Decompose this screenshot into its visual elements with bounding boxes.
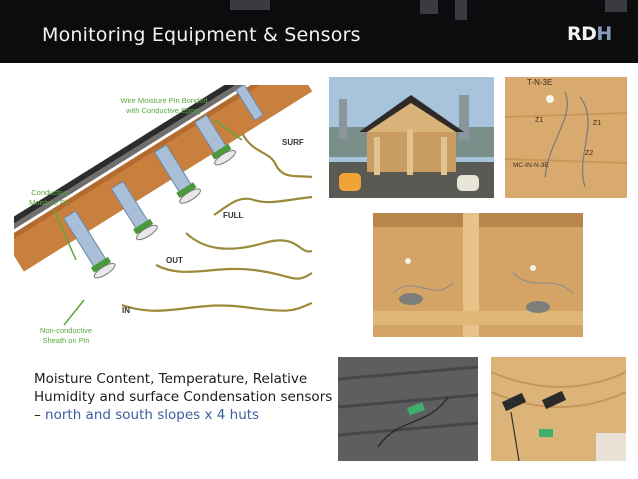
photo-test-hut — [329, 77, 494, 198]
photo-roof-underside-svg — [373, 213, 583, 337]
header-decor — [605, 0, 627, 12]
logo-text: RD — [567, 23, 597, 45]
pin-cap-shape — [179, 188, 201, 204]
logo-accent: H — [596, 23, 612, 45]
label-out: OUT — [166, 256, 183, 265]
pin-band-shape — [211, 143, 232, 160]
label-sheath-2: Sheath on Pin — [42, 336, 89, 345]
wire-full-2 — [213, 195, 313, 216]
rdh-logo: RDH — [567, 23, 612, 45]
label-surf: SURF — [282, 138, 304, 147]
pin-cap-shape — [93, 262, 116, 279]
photo-interior-sensors — [491, 357, 626, 461]
header-decor — [455, 0, 467, 20]
wire-full — [185, 232, 313, 253]
leader-line — [213, 119, 243, 141]
wire-in — [121, 301, 313, 312]
pin-band-shape — [133, 218, 154, 235]
photo-sensor-closeup: T-N-3E Z1 Z1 MC-IN-N-3E Z2 — [505, 77, 627, 198]
leader-line — [53, 209, 77, 261]
label-wire-pin-2: with Conductive Epoxy — [125, 106, 202, 115]
label-sheath-1: Non-conductive — [40, 326, 92, 335]
roof-membrane-shape — [4, 47, 288, 228]
photo-test-hut-svg — [329, 77, 494, 198]
pin-sheath-shape — [234, 83, 264, 121]
sketch-text: T-N-3E — [527, 78, 552, 87]
leader-line — [63, 299, 85, 326]
caption-text: Moisture Content, Temperature, Relative … — [34, 371, 333, 423]
pin-band-shape — [90, 256, 112, 273]
label-conductive-pin-1: Conductive — [31, 188, 69, 197]
wire-surf — [241, 132, 313, 179]
sensor-diagram-svg: Wire Moisture Pin Bonded with Conductive… — [3, 47, 313, 345]
label-in: IN — [122, 306, 130, 315]
header-decor — [420, 0, 438, 14]
label-full: FULL — [223, 211, 244, 220]
photo-roof-underside — [373, 213, 583, 337]
caption-highlight: north and south slopes x 4 huts — [45, 407, 260, 423]
slide-header: Monitoring Equipment & Sensors RDH — [0, 0, 638, 63]
sketch-text: MC-IN-N-3E — [513, 162, 549, 169]
slide-title: Monitoring Equipment & Sensors — [42, 24, 361, 46]
label-wire-pin-1: Wire Moisture Pin Bonded — [120, 96, 207, 105]
photo-interior-sensors-svg — [491, 357, 626, 461]
label-conductive-pin-2: Moisture Pin — [29, 198, 71, 207]
sketch-text: Z1 — [535, 117, 543, 124]
header-decor — [230, 0, 270, 10]
sketch-text: Z1 — [593, 120, 601, 127]
pin-band-shape — [176, 182, 197, 198]
photo-shingle-sensor — [338, 357, 478, 461]
photo-shingle-sensor-svg — [338, 357, 478, 461]
pin-cap-shape — [135, 224, 158, 241]
sketch-text: Z2 — [585, 150, 593, 157]
photo-sensor-closeup-svg: T-N-3E Z1 Z1 MC-IN-N-3E Z2 — [505, 77, 627, 198]
pin-cap-shape — [214, 149, 236, 166]
roof-underlay-shape — [7, 52, 291, 232]
sensor-diagram: Wire Moisture Pin Bonded with Conductive… — [3, 47, 314, 345]
wood-grain-shape — [3, 59, 295, 244]
slide-caption: Moisture Content, Temperature, Relative … — [34, 370, 334, 424]
wire-out — [155, 264, 313, 280]
